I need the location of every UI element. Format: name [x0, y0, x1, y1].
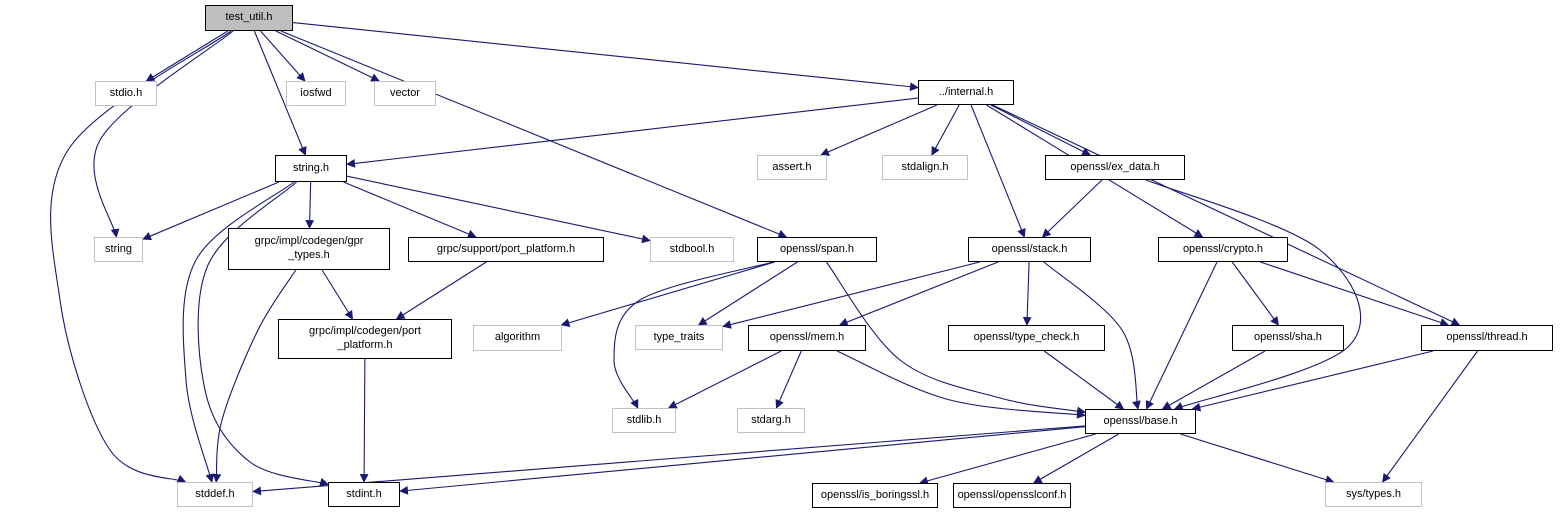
- edge-internal-to-ex_data: [990, 104, 1091, 156]
- node-assert: assert.h: [757, 155, 827, 180]
- edge-test_util-to-vector: [275, 30, 380, 82]
- node-sha[interactable]: openssl/sha.h: [1232, 325, 1344, 351]
- node-is_boringssl[interactable]: openssl/is_boringssl.h: [812, 483, 938, 508]
- edge-base-to-opensslconf: [1032, 433, 1120, 484]
- edge-string_h-to-string: [142, 181, 280, 241]
- edge-ex_data-to-stack: [1041, 179, 1103, 238]
- edge-gpr_types-to-codegen_pp: [321, 269, 354, 320]
- edge-internal-to-string_h: [346, 97, 919, 168]
- node-vector: vector: [374, 81, 436, 106]
- edge-crypto-to-base: [1145, 261, 1218, 410]
- node-opensslconf[interactable]: openssl/opensslconf.h: [953, 483, 1071, 508]
- node-type_check[interactable]: openssl/type_check.h: [948, 325, 1105, 351]
- node-stdio: stdio.h: [95, 81, 157, 106]
- node-stdbool: stdbool.h: [650, 237, 734, 262]
- edge-base-to-is_boringssl: [919, 433, 1096, 486]
- node-gpr_types[interactable]: grpc/impl/codegen/gpr _types.h: [228, 228, 390, 270]
- node-test_util: test_util.h: [205, 5, 293, 31]
- node-span[interactable]: openssl/span.h: [757, 237, 877, 262]
- edge-stack-to-mem: [838, 261, 999, 327]
- node-stack[interactable]: openssl/stack.h: [968, 237, 1091, 262]
- edge-mem-to-stdlib: [667, 350, 782, 409]
- edge-span-to-type_traits: [697, 261, 798, 326]
- edge-thread-to-sys_types: [1382, 350, 1479, 483]
- edge-string_h-to-stdbool: [346, 175, 651, 244]
- node-codegen_pp[interactable]: grpc/impl/codegen/port _platform.h: [278, 319, 452, 359]
- edge-test_util-to-stdio: [145, 30, 229, 82]
- node-ex_data[interactable]: openssl/ex_data.h: [1045, 155, 1185, 180]
- edge-ex_data-to-base: [1145, 179, 1362, 411]
- node-support_pp[interactable]: grpc/support/port_platform.h: [408, 237, 604, 262]
- edge-type_check-to-base: [1043, 350, 1125, 410]
- node-thread[interactable]: openssl/thread.h: [1421, 325, 1553, 351]
- edge-test_util-to-span: [280, 30, 788, 239]
- node-type_traits: type_traits: [635, 325, 723, 350]
- node-crypto[interactable]: openssl/crypto.h: [1158, 237, 1288, 262]
- edge-mem-to-base: [836, 350, 1086, 419]
- node-base[interactable]: openssl/base.h: [1085, 409, 1196, 434]
- edge-span-to-stdlib: [613, 261, 774, 409]
- edge-span-to-algorithm: [560, 261, 775, 327]
- node-stdalign: stdalign.h: [882, 155, 968, 180]
- edge-thread-to-base: [1191, 350, 1434, 412]
- node-string: string: [94, 237, 143, 262]
- edge-codegen_pp-to-stdint: [359, 358, 369, 483]
- node-string_h[interactable]: string.h: [275, 155, 347, 182]
- edge-base-to-stddef: [252, 425, 1086, 496]
- node-iosfwd: iosfwd: [286, 81, 346, 106]
- edge-stack-to-type_traits: [722, 261, 980, 329]
- edge-string_h-to-support_pp: [343, 181, 477, 239]
- edge-test_util-to-string: [93, 30, 234, 238]
- edge-internal-to-thread: [992, 104, 1461, 326]
- edge-gpr_types-to-stddef: [212, 269, 297, 483]
- edge-support_pp-to-codegen_pp: [395, 261, 487, 320]
- edge-base-to-stdint: [399, 426, 1086, 495]
- edge-internal-to-stdalign: [931, 104, 960, 156]
- node-mem[interactable]: openssl/mem.h: [748, 325, 866, 351]
- node-stdint[interactable]: stdint.h: [328, 482, 400, 507]
- edge-stack-to-base: [1043, 261, 1141, 410]
- edge-test_util-to-string_h: [253, 30, 307, 156]
- edge-string_h-to-stddef: [182, 181, 295, 483]
- edge-string_h-to-gpr_types: [305, 181, 315, 229]
- edge-test_util-to-internal: [292, 22, 919, 92]
- edge-sha-to-base: [1161, 350, 1266, 410]
- node-stdlib: stdlib.h: [612, 408, 676, 433]
- edge-internal-to-stack: [970, 104, 1026, 238]
- node-stddef: stddef.h: [177, 482, 253, 507]
- edge-base-to-sys_types: [1180, 433, 1335, 484]
- edge-test_util-to-iosfwd: [260, 30, 306, 82]
- node-stdarg: stdarg.h: [737, 408, 805, 433]
- edge-mem-to-stdarg: [775, 350, 802, 409]
- edge-crypto-to-sha: [1231, 261, 1279, 326]
- edge-span-to-base: [825, 261, 1086, 416]
- node-sys_types: sys/types.h: [1325, 482, 1422, 507]
- edge-stack-to-type_check: [1022, 261, 1032, 326]
- edge-crypto-to-thread: [1260, 261, 1450, 327]
- node-internal[interactable]: ../internal.h: [918, 80, 1014, 105]
- edge-internal-to-assert: [820, 104, 938, 156]
- node-algorithm: algorithm: [473, 325, 562, 351]
